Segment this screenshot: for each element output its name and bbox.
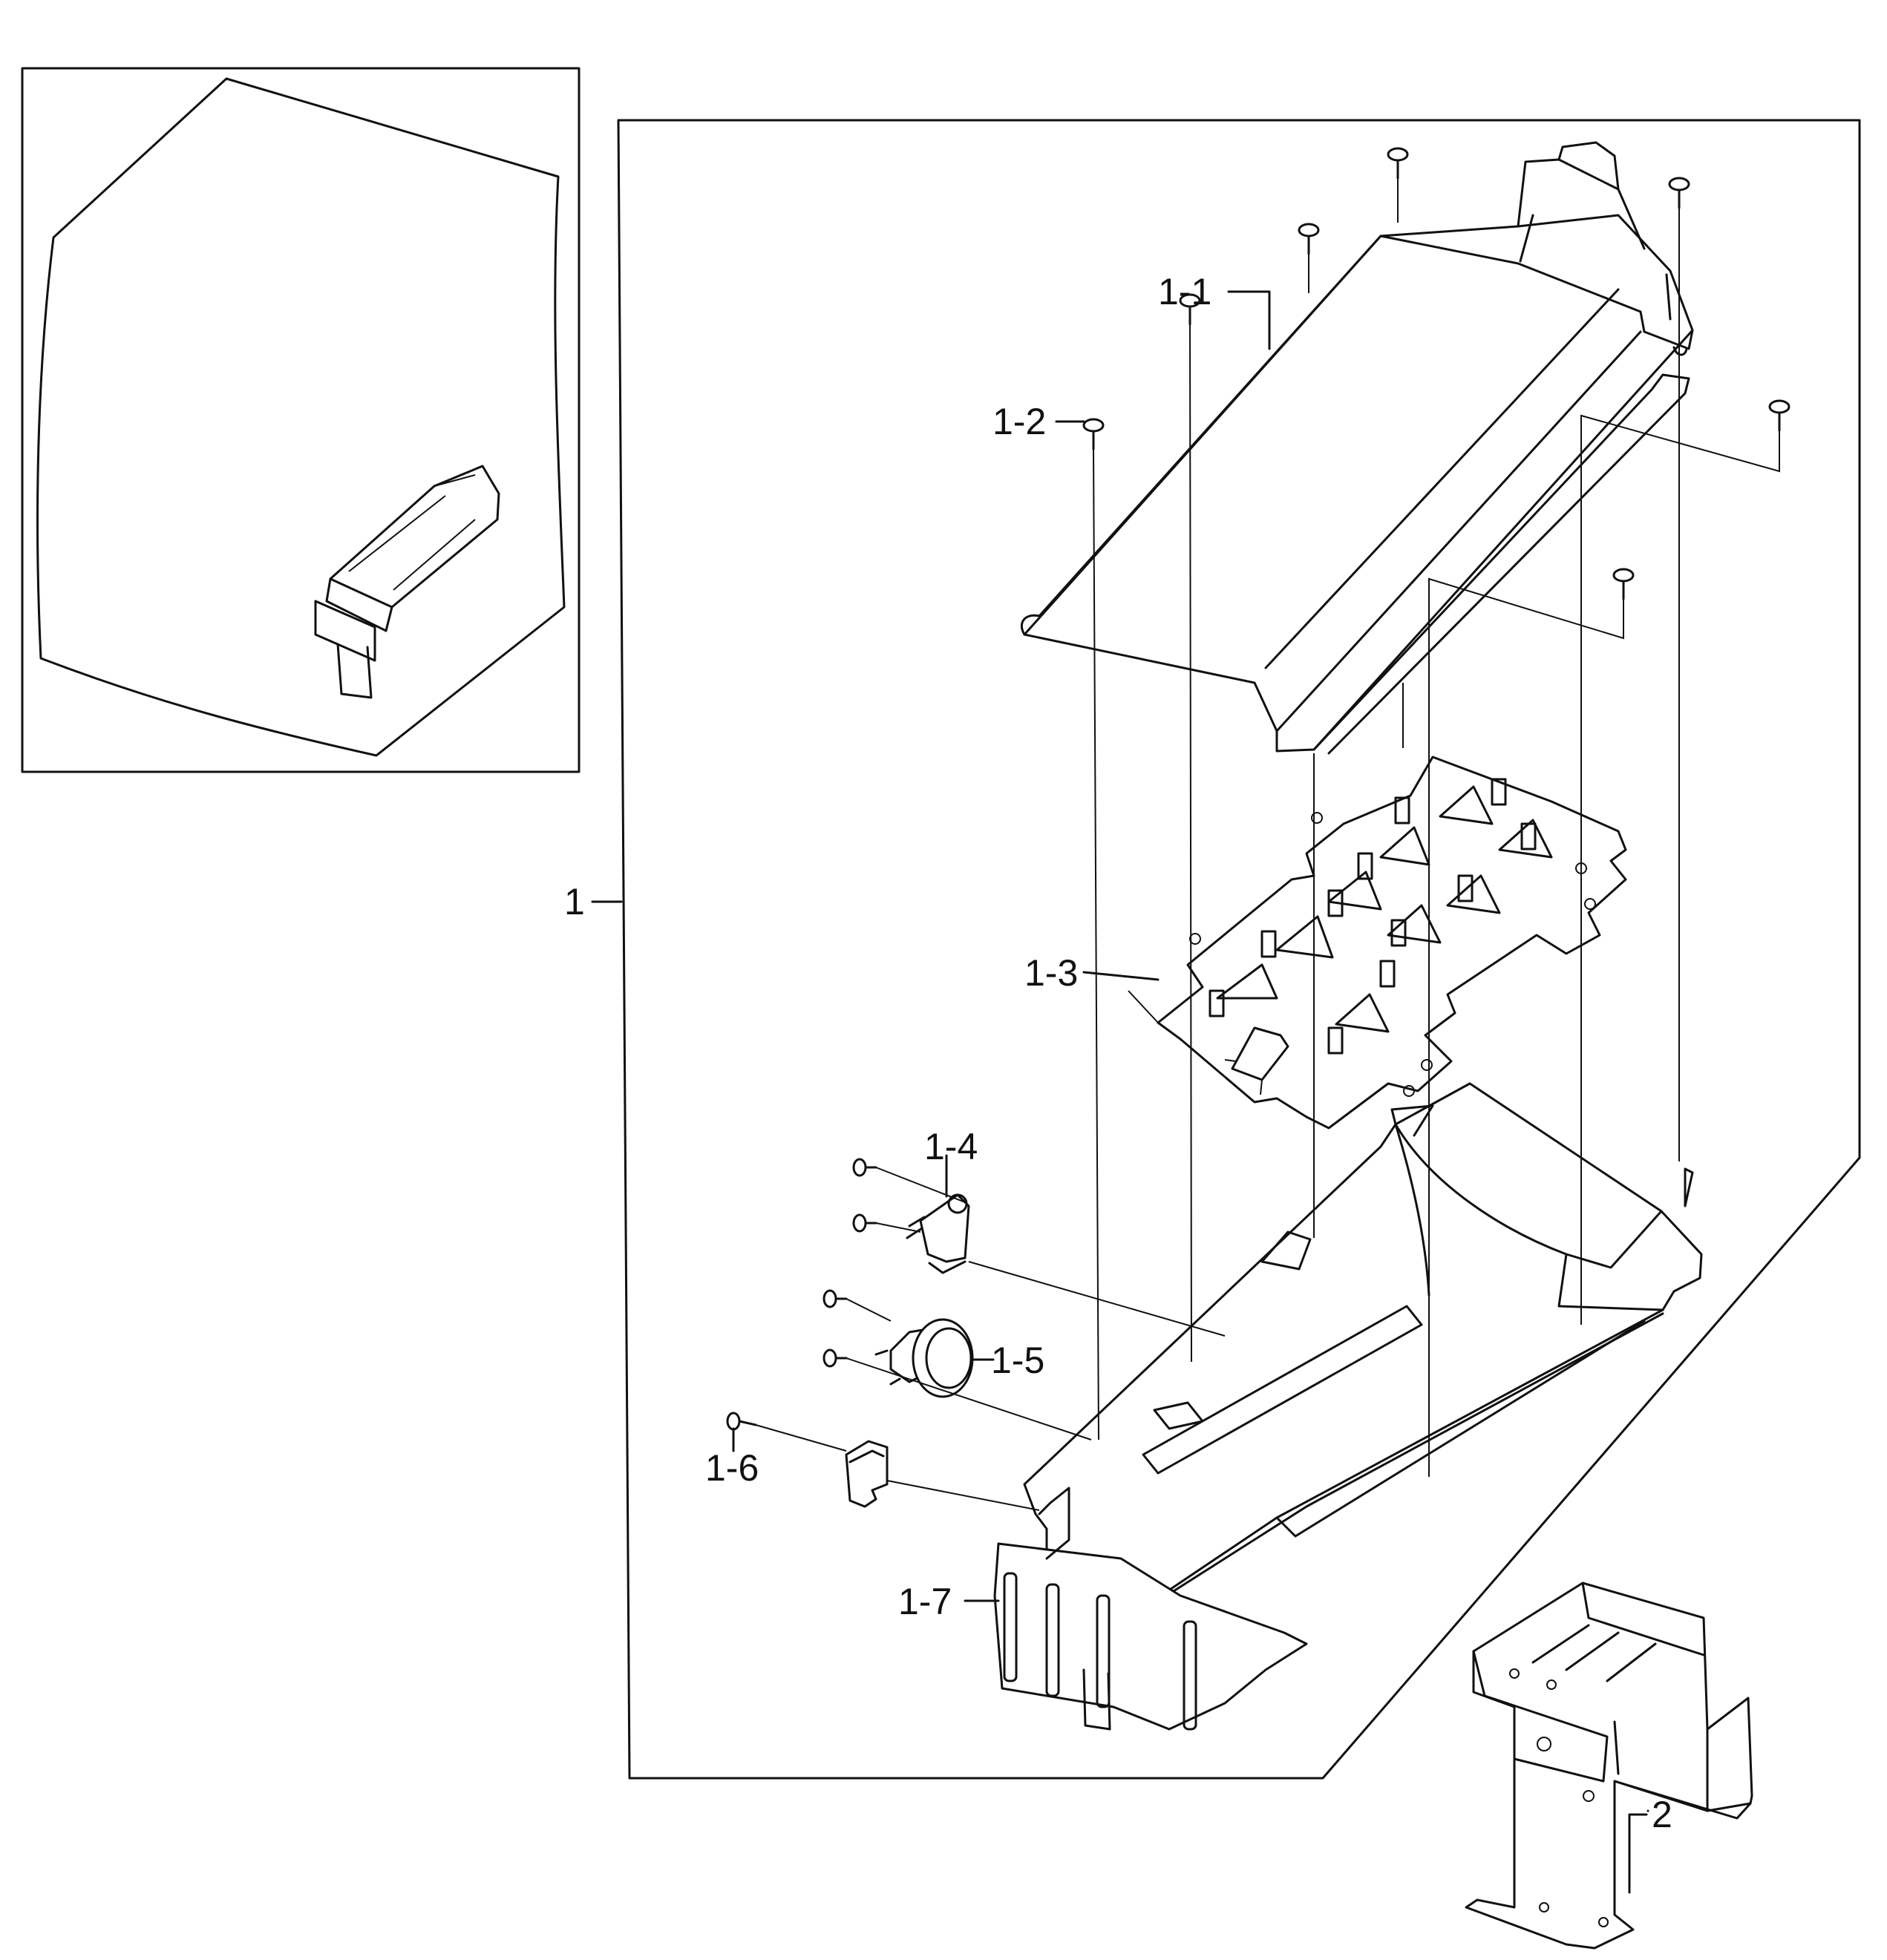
- screw-8: [852, 1158, 877, 1177]
- inset-heater-thumbnail: [314, 465, 500, 699]
- mounting-bracket: [1465, 1582, 1753, 1950]
- callout-thermostat-large: 1-5: [991, 1340, 1044, 1381]
- heater-terminals: [1209, 778, 1537, 1055]
- screw-5: [1082, 418, 1105, 450]
- callout-fuse: 1-6: [705, 1447, 759, 1489]
- callout-heater-plate: 1-3: [1024, 952, 1078, 994]
- callout-screw: 1-2: [992, 401, 1046, 442]
- screw-12: [726, 1412, 757, 1431]
- callout-bracket: 2: [1652, 1794, 1672, 1835]
- screw-9: [852, 1213, 877, 1233]
- callout-thermostat-small: 1-4: [924, 1126, 978, 1167]
- screw-1: [1387, 147, 1409, 180]
- screw-3: [1668, 177, 1690, 209]
- screws: [726, 147, 1790, 1431]
- heater-housing: [993, 1082, 1703, 1731]
- thermal-fuse: [845, 1440, 889, 1508]
- thermostat-large: [874, 1318, 974, 1398]
- callout-labels: 1 1-1 1-2 1-3 1-4 1-5 1-6 1-7 2: [564, 271, 1672, 1835]
- plate-thermostat: [1231, 1026, 1289, 1081]
- heater-element-plate: [1157, 756, 1627, 1130]
- screw-10: [823, 1289, 848, 1308]
- assembly-frame: [617, 119, 1861, 1780]
- locator-inset: [21, 67, 581, 773]
- callout-housing: 1-7: [898, 1581, 952, 1622]
- heater-cover: [1020, 141, 1694, 755]
- screw-7: [1612, 568, 1635, 600]
- inset-frame: [21, 67, 581, 773]
- thermostat-small: [906, 1193, 970, 1274]
- callout-cover: 1-1: [1158, 271, 1211, 312]
- callout-leaders: [591, 290, 1649, 1894]
- screw-6: [1768, 399, 1790, 432]
- alignment-lines: [755, 178, 1780, 1511]
- callout-assembly: 1: [564, 881, 585, 922]
- screw-11: [823, 1348, 848, 1368]
- screw-4: [1179, 293, 1201, 326]
- screw-2: [1298, 223, 1320, 255]
- inset-cabinet-outline: [36, 77, 566, 757]
